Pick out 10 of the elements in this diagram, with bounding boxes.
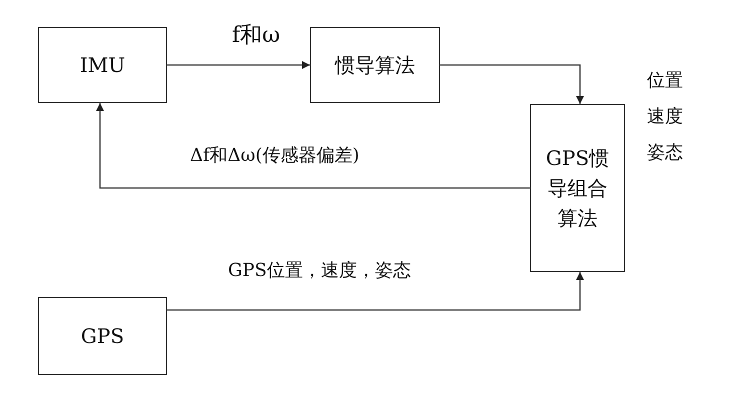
arrow bbox=[96, 103, 530, 189]
output-label: 姿态 bbox=[645, 140, 685, 164]
process-box: 惯导算法 bbox=[310, 27, 440, 103]
process-box: IMU bbox=[38, 27, 167, 103]
process-box: GPS bbox=[38, 297, 167, 375]
arrow bbox=[440, 64, 584, 104]
arrow bbox=[167, 272, 584, 311]
arrow bbox=[167, 61, 310, 69]
process-box: GPS惯导组合算法 bbox=[530, 104, 625, 272]
edge-label: GPS位置，速度，姿态 bbox=[226, 258, 413, 282]
